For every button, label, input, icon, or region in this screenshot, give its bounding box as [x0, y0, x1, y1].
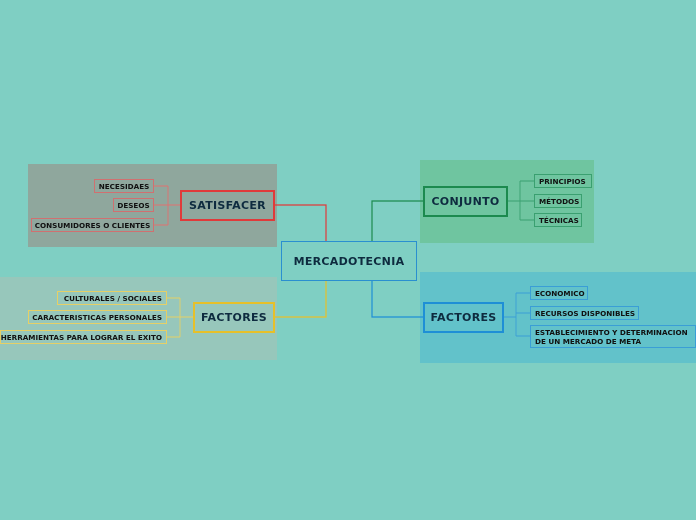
- satisfacer-node[interactable]: SATISFACER: [180, 190, 275, 221]
- link-satisfacer-items: [154, 185, 180, 226]
- factores-left-node[interactable]: FACTORES: [193, 302, 275, 333]
- factores-right-node[interactable]: FACTORES: [423, 302, 504, 333]
- link-factores-left-items: [167, 297, 193, 338]
- link-center-satisfacer: [275, 204, 327, 241]
- link-center-factores-right: [371, 281, 423, 318]
- satisfacer-label: SATISFACER: [189, 199, 266, 212]
- factores-right-item-establecimiento[interactable]: ESTABLECIMIENTO Y DETERMINACION DE UN ME…: [530, 325, 696, 348]
- factores-right-item-economico[interactable]: ECONOMICO: [530, 286, 588, 300]
- satisfacer-item-deseos[interactable]: DESEOS: [113, 198, 154, 212]
- link-factores-right-items: [504, 292, 530, 337]
- link-conjunto-items: [508, 180, 534, 221]
- conjunto-item-metodos[interactable]: MÉTODOS: [534, 194, 582, 208]
- factores-left-label: FACTORES: [201, 311, 267, 324]
- link-center-conjunto: [371, 200, 423, 241]
- conjunto-item-principios[interactable]: PRINCIPIOS: [534, 174, 592, 188]
- factores-right-item-recursos[interactable]: RECURSOS DISPONIBLES: [530, 306, 639, 320]
- conjunto-label: CONJUNTO: [431, 195, 500, 208]
- conjunto-item-tecnicas[interactable]: TÉCNICAS: [534, 213, 582, 227]
- factores-left-item-culturales[interactable]: CULTURALES / SOCIALES: [57, 291, 167, 305]
- factores-right-label: FACTORES: [430, 311, 497, 324]
- conjunto-node[interactable]: CONJUNTO: [423, 186, 508, 217]
- center-node[interactable]: MERCADOTECNIA: [281, 241, 417, 281]
- satisfacer-item-necesidades[interactable]: NECESIDAES: [94, 179, 154, 193]
- factores-left-item-caracteristicas[interactable]: CARACTERISTICAS PERSONALES: [28, 310, 167, 324]
- center-label: MERCADOTECNIA: [293, 254, 405, 268]
- satisfacer-item-consumidores[interactable]: CONSUMIDORES O CLIENTES: [31, 218, 154, 232]
- factores-left-item-herramientas[interactable]: HERRAMIENTAS PARA LOGRAR EL EXITO: [0, 330, 167, 344]
- link-center-factores-left: [275, 281, 327, 318]
